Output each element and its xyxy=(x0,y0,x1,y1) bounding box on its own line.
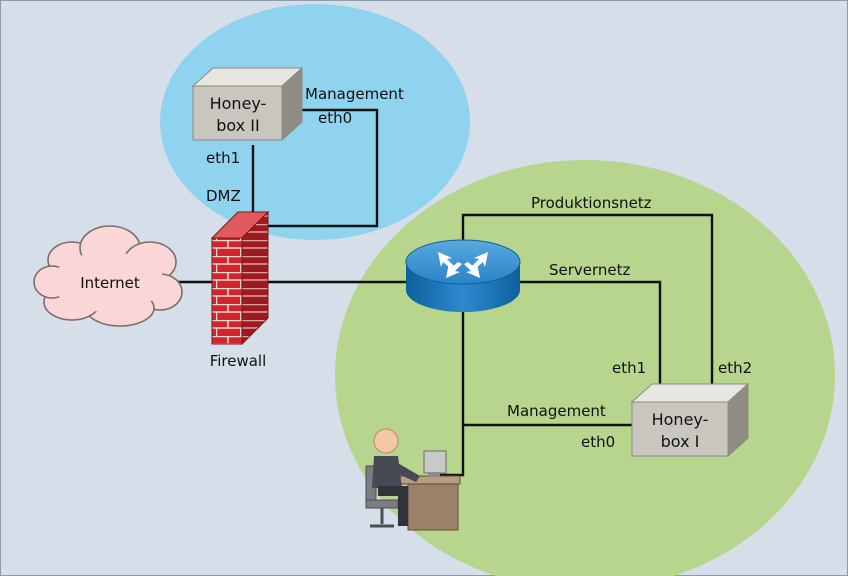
honeybox-ii[interactable]: Honey- box II xyxy=(191,66,304,142)
hb1-eth2-label: eth2 xyxy=(718,359,752,377)
admin-workstation-icon xyxy=(365,428,461,531)
hb2-eth1-label: eth1 xyxy=(206,149,240,167)
hb2-dmz-label: DMZ xyxy=(206,187,241,205)
server-box-icon xyxy=(630,382,750,458)
dmz-zone xyxy=(160,4,470,240)
servernetz-label: Servernetz xyxy=(549,261,631,279)
link-hb2-eth0-management xyxy=(250,108,379,228)
internet-label: Internet xyxy=(80,274,140,292)
hb1-eth0-label: eth0 xyxy=(581,433,615,451)
server-box-icon xyxy=(191,66,304,142)
router-icon xyxy=(405,239,521,312)
hb1-management-label: Management xyxy=(507,402,606,420)
internet-node[interactable]: Internet xyxy=(33,225,183,327)
brick-wall-icon xyxy=(210,210,270,346)
admin-workstation-node[interactable] xyxy=(365,428,461,531)
firewall-label: Firewall xyxy=(210,352,267,370)
honeybox-i-label-line2: box I xyxy=(661,432,700,451)
cloud-icon xyxy=(33,225,183,327)
honeybox-ii-label-line2: box II xyxy=(216,116,259,135)
honeybox-i-label-line1: Honey- xyxy=(652,410,709,429)
honeybox-ii-label-line1: Honey- xyxy=(210,94,267,113)
network-links xyxy=(178,108,714,477)
link-servernetz xyxy=(515,280,662,385)
produktionsnetz-label: Produktionsnetz xyxy=(531,194,652,212)
link-produktionsnetz xyxy=(461,213,714,385)
link-router-workstation xyxy=(440,310,465,477)
firewall-node[interactable]: Firewall xyxy=(210,210,270,370)
honeybox-i[interactable]: Honey- box I xyxy=(630,382,750,458)
router-node[interactable] xyxy=(405,239,521,312)
hb1-eth1-label: eth1 xyxy=(612,359,646,377)
hb2-eth0-label: eth0 xyxy=(318,109,352,127)
link-labels: Management eth0 eth1 DMZ Produktionsnetz… xyxy=(206,85,752,451)
hb2-management-label: Management xyxy=(305,85,404,103)
